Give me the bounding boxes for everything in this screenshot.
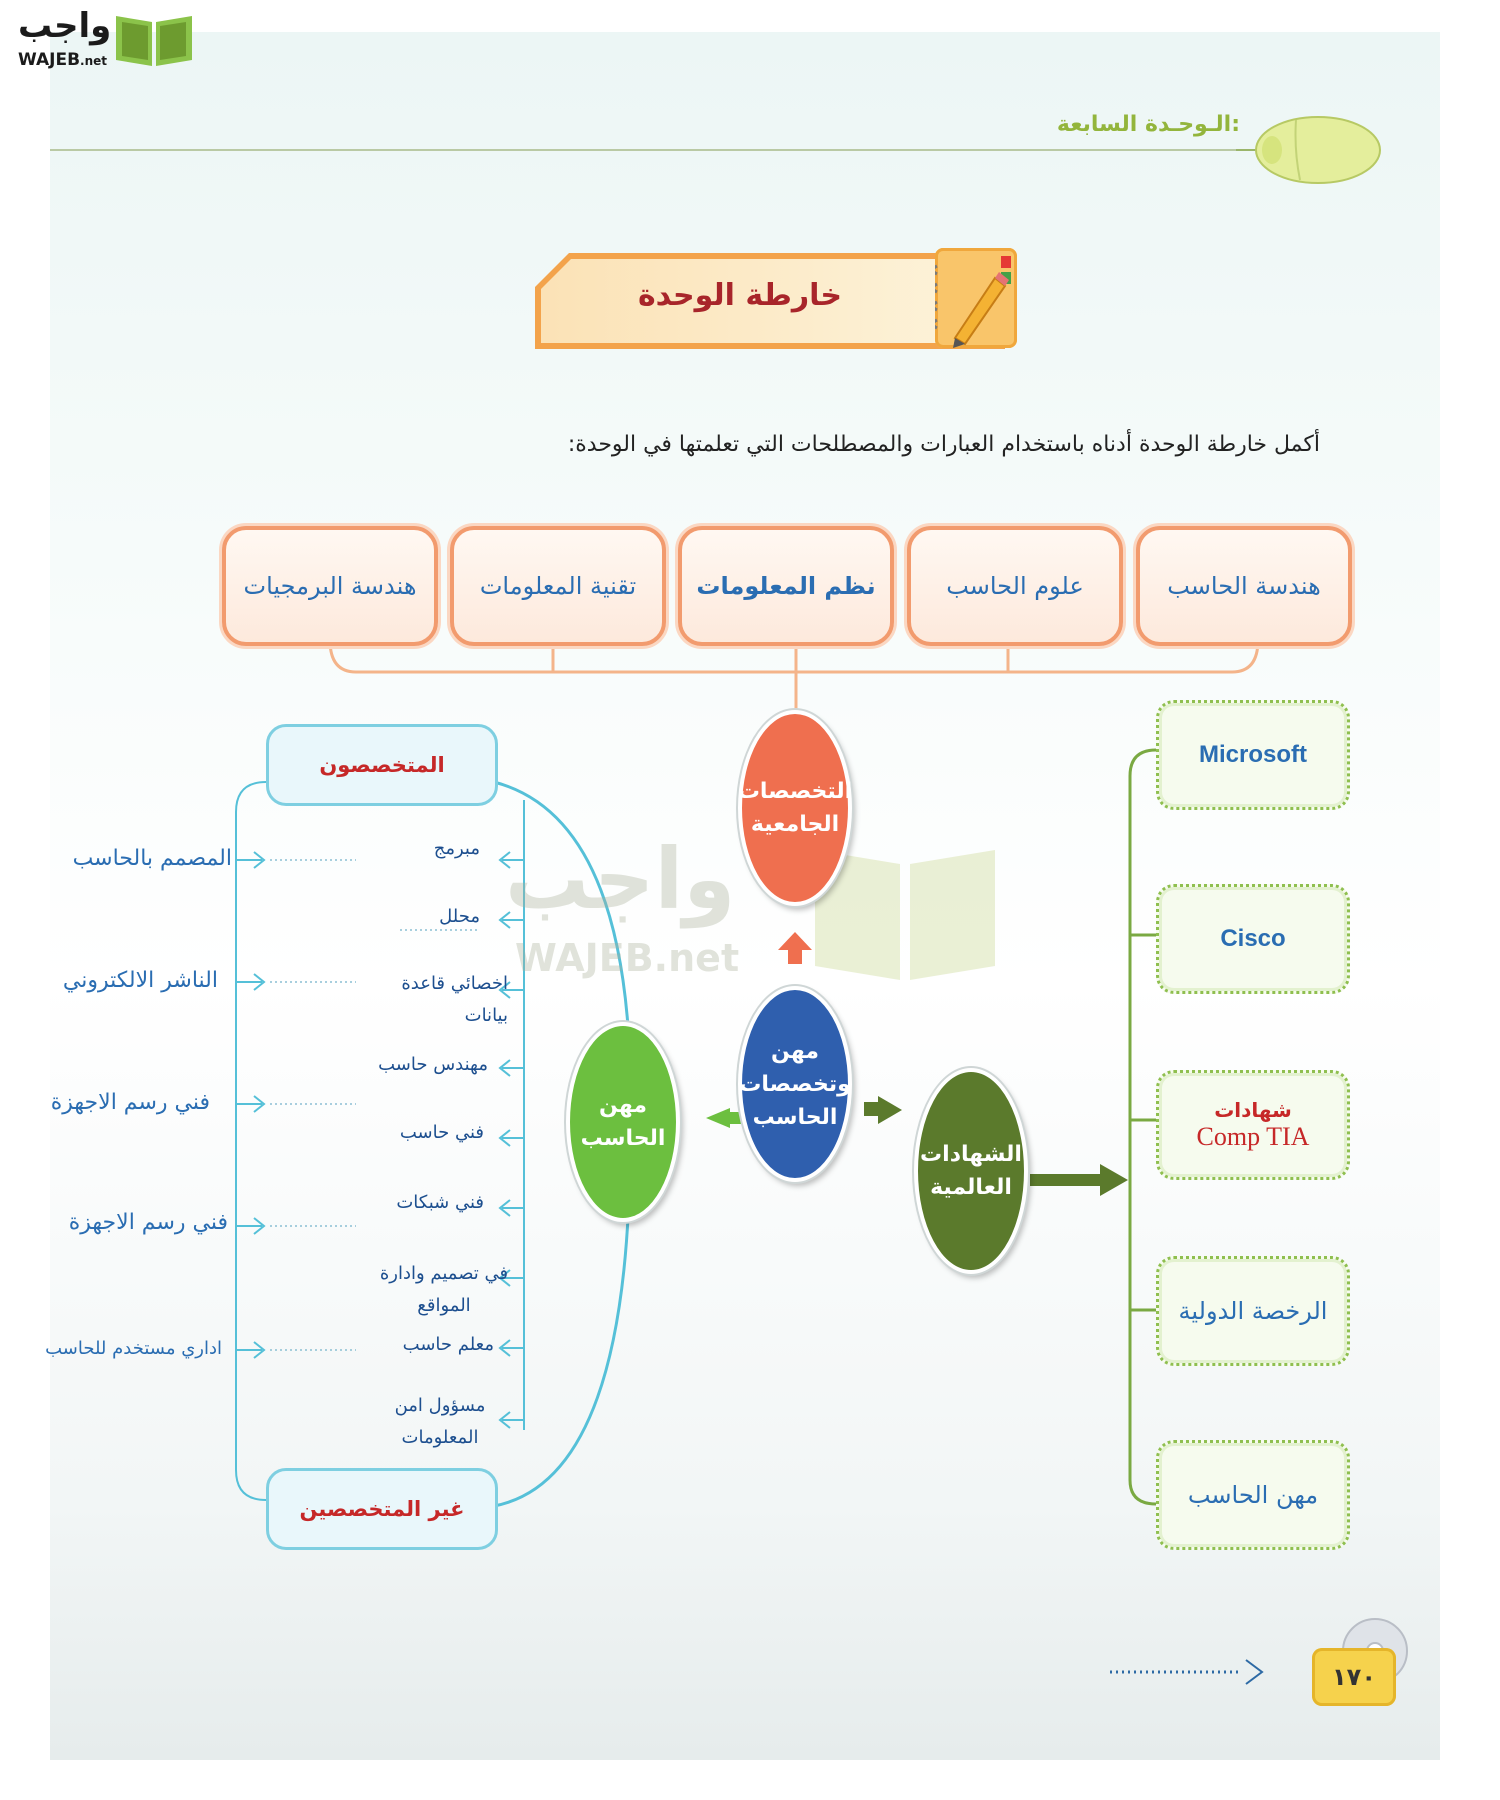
wajeb-logo: واجب WAJEB.net	[8, 6, 198, 72]
non-specialist-item-electronic-publisher: الناشر الالكتروني	[62, 968, 218, 993]
specialist-item-security-officer: مسؤول امن المعلومات	[394, 1395, 486, 1449]
page-number: ١٧٠	[1312, 1648, 1396, 1706]
non-specialist-item-computer-designer: المصمم بالحاسب	[72, 846, 232, 871]
logo-latin-name: WAJEB	[18, 50, 81, 70]
right-box-cisco-label: Cisco	[1220, 925, 1286, 952]
right-box-careers-label: مهن الحاسب	[1187, 1481, 1319, 1509]
watermark-book-icon	[815, 850, 995, 980]
oval-computer-careers-majors: مهن وتخصصات الحاسب	[738, 986, 852, 1182]
non-specialist-item-drafting-technician-1: فني رسم الاجهزة	[50, 1090, 210, 1115]
banner-title: خارطة الوحدة	[637, 278, 843, 313]
non-specialist-item-admin-user: اداري مستخدم للحاسب	[45, 1338, 222, 1359]
instruction-text: أكمل خارطة الوحدة أدناه باستخدام العبارا…	[567, 432, 1320, 457]
group-box-non-specialists: غير المتخصصين	[266, 1468, 498, 1550]
oval-university-majors: التخصصات الجامعية	[738, 710, 852, 906]
specialist-item-computer-teacher: معلم حاسب	[402, 1334, 494, 1355]
watermark: واجب WAJEB.net	[505, 830, 1005, 990]
watermark-arabic: واجب	[505, 830, 736, 928]
top-box-information-technology: تقنية المعلومات	[450, 526, 666, 646]
specialist-item-database-specialist: اخصائي قاعدة بيانات	[401, 973, 508, 1027]
specialist-item-network-technician: فني شبكات	[396, 1192, 484, 1213]
right-box-comptia-line2: Comp TIA	[1196, 1122, 1310, 1151]
top-box-computer-science: علوم الحاسب	[907, 526, 1123, 646]
logo-latin: WAJEB.net	[18, 50, 107, 70]
right-box-microsoft: Microsoft	[1156, 700, 1350, 810]
top-box-software-engineering: هندسة البرمجيات	[222, 526, 438, 646]
specialist-item-computer-technician: فني حاسب	[399, 1122, 484, 1143]
mouse-icon	[1236, 116, 1381, 184]
right-box-cisco: Cisco	[1156, 884, 1350, 994]
book-icon	[116, 16, 192, 66]
banner-fill	[541, 259, 999, 343]
watermark-latin: WAJEB.net	[515, 936, 740, 980]
right-box-microsoft-label: Microsoft	[1199, 741, 1307, 768]
right-box-license-label: الرخصة الدولية	[1178, 1297, 1328, 1325]
right-box-computer-careers: مهن الحاسب	[1156, 1440, 1350, 1550]
right-box-comptia: شهادات Comp TIA	[1156, 1070, 1350, 1180]
specialist-item-computer-engineer: مهندس حاسب	[378, 1054, 488, 1075]
top-box-information-systems: نظم المعلومات	[678, 526, 894, 646]
non-specialist-item-drafting-technician-2: فني رسم الاجهزة	[68, 1210, 228, 1235]
logo-latin-suffix: .net	[80, 54, 108, 68]
header-line	[50, 149, 1280, 151]
unit-title: الـوحـدة السابعة:	[1056, 112, 1240, 137]
right-box-international-license: الرخصة الدولية	[1156, 1256, 1350, 1366]
right-box-comptia-line1: شهادات	[1214, 1098, 1292, 1122]
top-box-computer-engineering: هندسة الحاسب	[1136, 526, 1352, 646]
specialist-item-programmer: مبرمج	[433, 838, 480, 859]
oval-computer-careers: مهن الحاسب	[566, 1022, 680, 1222]
specialist-item-analyst: محلل	[439, 906, 480, 927]
specialist-item-web-design: في تصميم وادارة المواقع	[379, 1263, 509, 1317]
group-box-specialists: المتخصصون	[266, 724, 498, 806]
logo-arabic: واجب	[18, 6, 112, 46]
oval-global-certificates: الشهادات العالمية	[914, 1068, 1028, 1274]
